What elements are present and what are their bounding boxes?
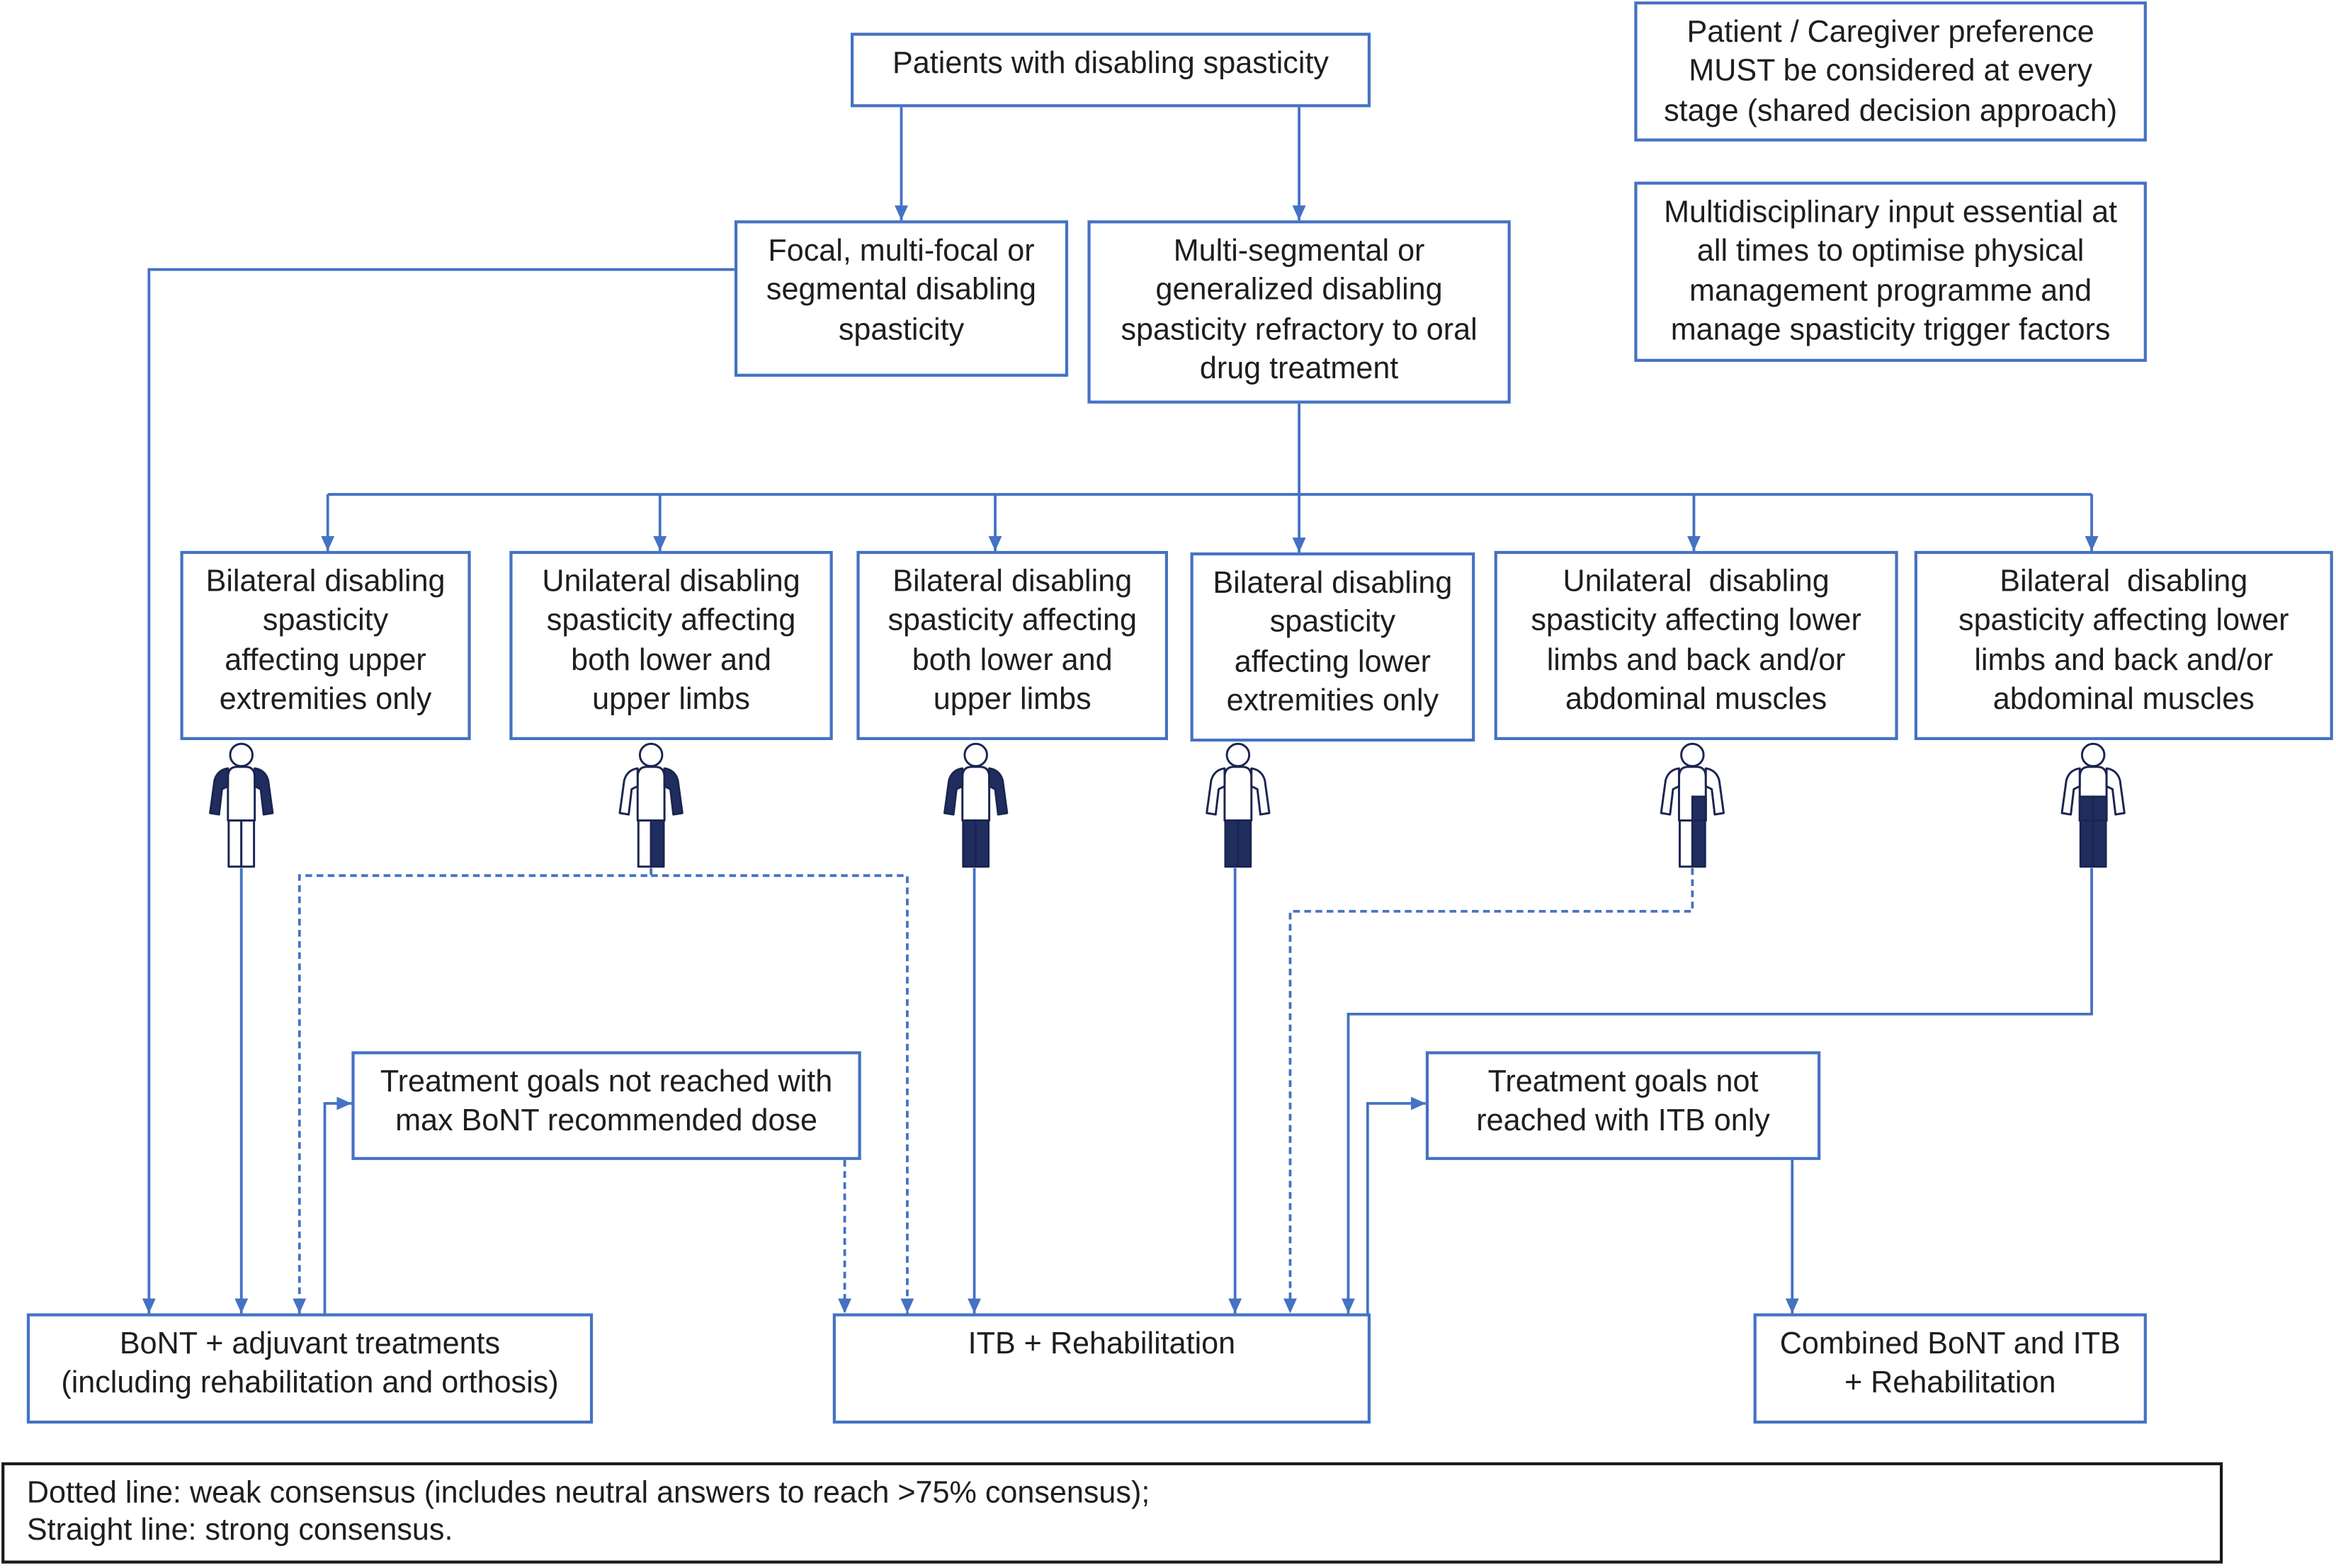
- figure-right-leg: [2092, 819, 2107, 868]
- figure-left-leg: [1224, 819, 1240, 868]
- category-multisegmental-box: Multi-segmental or generalized disabling…: [1087, 220, 1511, 404]
- figure-left-arm: [1206, 767, 1226, 816]
- presentation-bilateral-upper-lower: Bilateral disabling spasticity affecting…: [856, 550, 1168, 740]
- arrow-unilateral-upper-lower-to-itb: [651, 874, 914, 1314]
- figure-head: [638, 742, 664, 768]
- presentation-unilateral-lower-trunk: Unilateral disabling spasticity affectin…: [1494, 550, 1898, 740]
- figure-head: [1225, 742, 1251, 768]
- legend-weak-consensus: Dotted line: weak consensus (includes ne…: [26, 1475, 1150, 1510]
- start-box: Patients with disabling spasticity: [850, 33, 1371, 108]
- presentation-unilateral-upper-lower: Unilateral disabling spasticity affectin…: [509, 550, 833, 740]
- figure-right-leg: [1237, 819, 1252, 868]
- figure-head: [963, 742, 988, 768]
- legend-box: Dotted line: weak consensus (includes ne…: [1, 1462, 2223, 1564]
- person-icon: [1660, 742, 1725, 868]
- person-icon: [1206, 742, 1271, 868]
- figure-right-leg: [975, 819, 990, 868]
- figure-head: [229, 742, 254, 768]
- figure-torso-left-lower: [2078, 795, 2094, 822]
- figure-right-arm: [1250, 767, 1271, 816]
- person-icon: [943, 742, 1009, 868]
- figure-left-leg: [2079, 819, 2094, 868]
- arrow-itb-to-goal-check: [1366, 1096, 1426, 1314]
- person-icon: [209, 742, 274, 868]
- figure-left-arm: [618, 767, 639, 816]
- figure-left-arm: [943, 767, 964, 816]
- figure-layer: [209, 742, 2126, 868]
- treatment-combined: Combined BoNT and ITB + Rehabilitation: [1753, 1313, 2147, 1424]
- figure-right-leg: [1691, 819, 1706, 868]
- figure-left-leg: [637, 819, 652, 868]
- goal-check-itb: Treatment goals not reached with ITB onl…: [1425, 1051, 1821, 1160]
- figure-right-arm: [663, 767, 684, 816]
- figure-left-arm: [1660, 767, 1680, 816]
- figure-left-leg: [962, 819, 977, 868]
- figure-right-arm: [254, 767, 274, 816]
- figure-right-leg: [650, 819, 665, 868]
- legend-strong-consensus: Straight line: strong consensus.: [26, 1513, 453, 1547]
- arrow-bilateral-lower-trunk-to-itb: [1342, 868, 2093, 1314]
- figure-head: [2080, 742, 2106, 768]
- arrow-unilateral-upper-lower-to-bont: [293, 868, 653, 1314]
- figure-left-leg: [227, 819, 243, 868]
- figure-left-leg: [1679, 819, 1694, 868]
- figure-right-arm: [988, 767, 1009, 816]
- note-multidisciplinary: Multidisciplinary input essential at all…: [1634, 181, 2147, 362]
- figure-head: [1680, 742, 1705, 768]
- presentation-bilateral-upper: Bilateral disabling spasticity affecting…: [180, 550, 471, 740]
- figure-left-arm: [2060, 767, 2081, 816]
- figure-torso-right-lower: [2092, 795, 2108, 822]
- presentation-bilateral-lower: Bilateral disabling spasticity affecting…: [1190, 552, 1475, 742]
- figure-right-arm: [2105, 767, 2126, 816]
- figure-torso: [1223, 766, 1253, 822]
- person-icon: [2060, 742, 2126, 868]
- arrow-bont-to-goal-check: [323, 1096, 352, 1314]
- treatment-itb-rehabilitation: ITB + Rehabilitation: [832, 1313, 1371, 1424]
- note-shared-decision: Patient / Caregiver preference MUST be c…: [1634, 1, 2147, 142]
- figure-torso: [227, 766, 256, 822]
- category-focal-box: Focal, multi-focal or segmental disablin…: [734, 220, 1069, 377]
- arrow-focal-to-bont: [142, 268, 735, 1314]
- presentation-bilateral-lower-trunk: Bilateral disabling spasticity affecting…: [1914, 550, 2333, 740]
- person-icon: [618, 742, 684, 868]
- figure-right-arm: [1704, 767, 1725, 816]
- figure-torso-right-lower: [1691, 795, 1707, 822]
- figure-torso: [636, 766, 666, 822]
- treatment-bont-adjuvant: BoNT + adjuvant treatments (including re…: [26, 1313, 594, 1424]
- goal-check-bont: Treatment goals not reached with max BoN…: [351, 1051, 861, 1160]
- figure-torso: [961, 766, 991, 822]
- figure-right-leg: [240, 819, 256, 868]
- figure-left-arm: [209, 767, 229, 816]
